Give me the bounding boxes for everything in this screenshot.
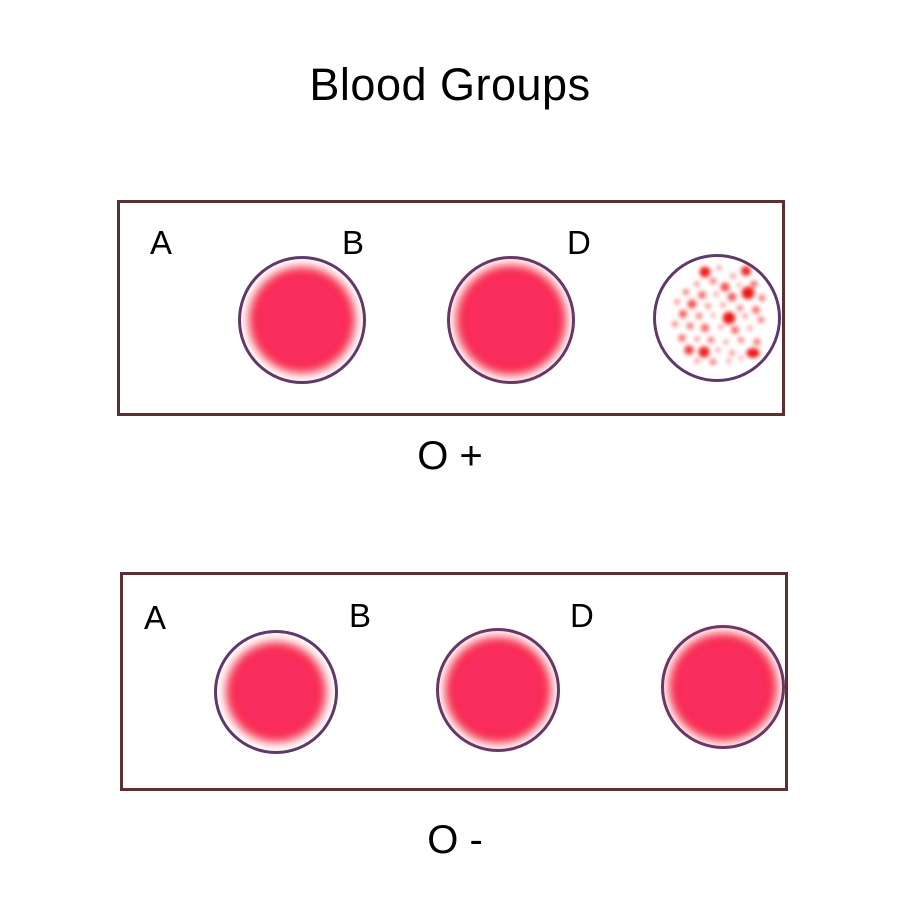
agglutination-specks <box>653 254 781 382</box>
page-title: Blood Groups <box>309 59 591 110</box>
panel-o-positive: A B D <box>117 200 785 416</box>
panel-o-negative: A B D <box>120 572 788 791</box>
blood-drop <box>249 267 355 373</box>
well-label-b: B <box>349 597 372 634</box>
caption-o-negative: O - <box>427 818 483 862</box>
blood-drop <box>669 633 777 741</box>
blood-drop <box>226 642 326 742</box>
blood-drop <box>456 265 566 375</box>
well-d[interactable] <box>661 625 785 749</box>
well-b[interactable] <box>436 628 560 752</box>
well-a[interactable] <box>214 630 338 754</box>
well-a[interactable] <box>238 256 366 384</box>
well-b[interactable] <box>447 256 575 384</box>
well-d[interactable] <box>653 254 781 382</box>
well-label-d: D <box>567 224 591 261</box>
caption-o-positive: O + <box>417 434 483 478</box>
well-label-a: A <box>144 599 167 636</box>
well-label-d: D <box>570 597 594 634</box>
well-label-a: A <box>150 224 173 261</box>
blood-drop <box>445 637 551 743</box>
well-label-b: B <box>342 224 365 261</box>
